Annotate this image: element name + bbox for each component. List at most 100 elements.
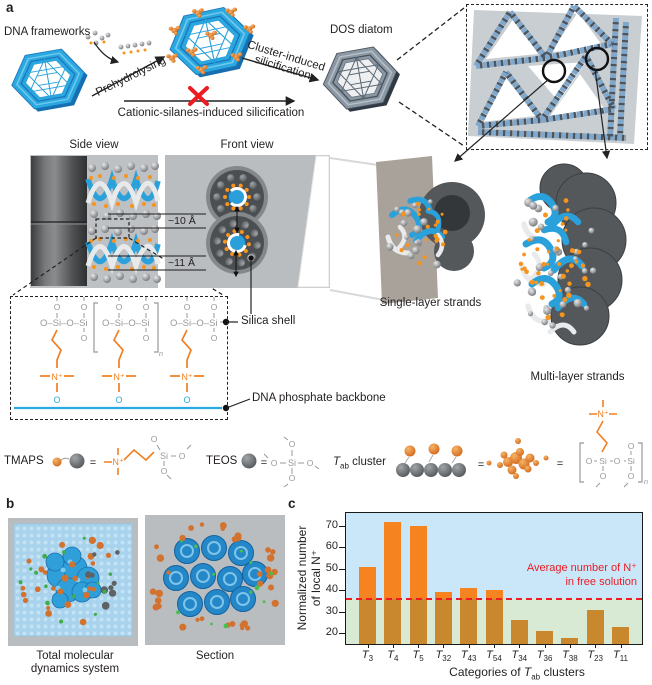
tab-cluster-blob <box>486 438 549 479</box>
svg-text:O: O <box>179 451 186 461</box>
svg-text:O: O <box>161 466 168 476</box>
svg-text:N⁺: N⁺ <box>112 457 123 467</box>
svg-text:N⁺: N⁺ <box>181 372 192 382</box>
svg-text:Si: Si <box>627 456 635 466</box>
chart-y-tick-label: 70 <box>325 518 338 531</box>
dna-framework-hexagon <box>7 45 92 115</box>
svg-text:O: O <box>115 395 122 405</box>
svg-text:Si: Si <box>160 451 168 461</box>
chart-x-tick-label: T4 <box>387 649 399 664</box>
callout-line-multi <box>594 68 611 160</box>
svg-text:O: O <box>143 333 150 343</box>
svg-text:O–Si–O–Si: O–Si–O–Si <box>40 318 88 329</box>
svg-text:Si: Si <box>599 456 607 466</box>
svg-text:=: = <box>557 458 563 470</box>
chart-y-tick-label: 60 <box>325 540 338 553</box>
chart-x-tick-label: T32 <box>435 649 452 664</box>
chart-x-tick-label: T3 <box>361 649 374 664</box>
prehydrolysing-arrow <box>91 56 166 97</box>
svg-text:O: O <box>54 302 61 312</box>
multi-layer-strands-art <box>513 163 627 346</box>
svg-text:O: O <box>628 471 635 481</box>
front-view-art <box>108 155 330 314</box>
svg-text:N⁺: N⁺ <box>597 409 608 419</box>
svg-text:O–Si–O–Si: O–Si–O–Si <box>170 318 218 329</box>
svg-text:N⁺: N⁺ <box>113 372 124 382</box>
distance-10A-label: ~10 Å <box>168 215 196 227</box>
dos-diatom-label: DOS diatom <box>330 24 393 36</box>
red-x-mark <box>188 86 209 106</box>
silica-shell-label: Silica shell <box>241 315 296 327</box>
chart-x-tick-label: T38 <box>562 649 578 664</box>
prehydrolysing-molecules <box>85 30 152 65</box>
multi-layer-callout-circle <box>584 46 610 72</box>
md-section-art <box>145 515 285 645</box>
chart-x-tick-label: T43 <box>460 649 477 664</box>
tab-cluster-label: Tab cluster <box>333 456 387 471</box>
chart-y-tick-label: 40 <box>325 583 338 596</box>
svg-text:O: O <box>143 302 150 312</box>
svg-text:O: O <box>184 302 191 312</box>
svg-text:O: O <box>211 333 218 343</box>
svg-text:=: = <box>261 457 267 469</box>
single-layer-label: Single-layer strands <box>379 297 482 309</box>
cationic-silicification-label: Cationic-silanes-induced silicification <box>117 107 305 119</box>
dos-diatom-hexagon <box>318 43 404 115</box>
distance-11A-label: ~11 Å <box>168 257 195 269</box>
svg-text:O: O <box>183 395 190 405</box>
single-layer-callout-circle <box>541 58 567 84</box>
svg-text:O: O <box>211 302 218 312</box>
chart-x-axis-title: Categories of Tab clusters <box>449 665 585 682</box>
section-label: Section <box>195 650 235 662</box>
svg-text:O: O <box>600 471 607 481</box>
chart-x-tick-label: T34 <box>511 649 528 664</box>
svg-text:O: O <box>81 302 88 312</box>
cluster-induced-arrow <box>241 57 320 83</box>
chart-plot: Average number of N⁺in free solution T3 T… <box>326 512 643 663</box>
chart-y-tick-label: 20 <box>325 626 338 639</box>
side-view-label: Side view <box>69 139 119 151</box>
svg-text:O–Si–O–Si: O–Si–O–Si <box>102 318 150 329</box>
chart-x-tick-label: T54 <box>486 649 502 664</box>
svg-text:N⁺: N⁺ <box>51 372 62 382</box>
callout-line-single <box>454 78 550 162</box>
chart-x-tick-label: T23 <box>587 649 603 664</box>
svg-text:O: O <box>271 458 278 468</box>
md-system-art <box>8 518 138 646</box>
multi-layer-label: Multi-layer strands <box>530 371 625 383</box>
panel-a-label: a <box>6 0 14 15</box>
chart-average-line <box>346 597 642 600</box>
single-layer-strands-art <box>329 156 485 304</box>
chart-y-tick-label: 30 <box>325 604 338 617</box>
diatom-wall-inset-art <box>466 3 648 150</box>
svg-text:n: n <box>159 349 163 358</box>
svg-text:O: O <box>307 458 314 468</box>
front-view-label: Front view <box>220 139 274 151</box>
chart-annotation: Average number of N⁺in free solution <box>526 562 637 589</box>
panel-c-label: c <box>288 496 296 511</box>
side-view-art <box>12 155 224 296</box>
dna-backbone-label: DNA phosphate backbone <box>252 392 386 404</box>
svg-text:=: = <box>90 457 96 469</box>
teos-label: TEOS <box>206 455 238 467</box>
svg-text:O: O <box>81 333 88 343</box>
chart-x-tick-label: T36 <box>536 649 553 664</box>
svg-text:=: = <box>478 459 484 471</box>
chemical-structure-art: O–Si–O–Si O–Si–O–Si O–Si–O–Si n O O O O O O… <box>14 297 251 412</box>
svg-text:Si: Si <box>288 458 296 468</box>
svg-text:O: O <box>289 473 296 483</box>
svg-text:O: O <box>116 302 123 312</box>
chart-y-tick-label: 50 <box>325 561 338 574</box>
inset-connector-dashes <box>396 7 465 147</box>
svg-text:n: n <box>644 477 648 486</box>
chart-x-tick-label: T5 <box>412 649 424 664</box>
dna-frameworks-label: DNA frameworks <box>4 26 91 38</box>
svg-text:O: O <box>289 439 296 449</box>
chart-x-tick-label: T11 <box>612 649 629 664</box>
svg-text:O: O <box>628 441 635 451</box>
panel-b-label: b <box>6 496 15 511</box>
tmaps-label: TMAPS <box>4 455 44 467</box>
svg-text:O: O <box>586 456 593 466</box>
